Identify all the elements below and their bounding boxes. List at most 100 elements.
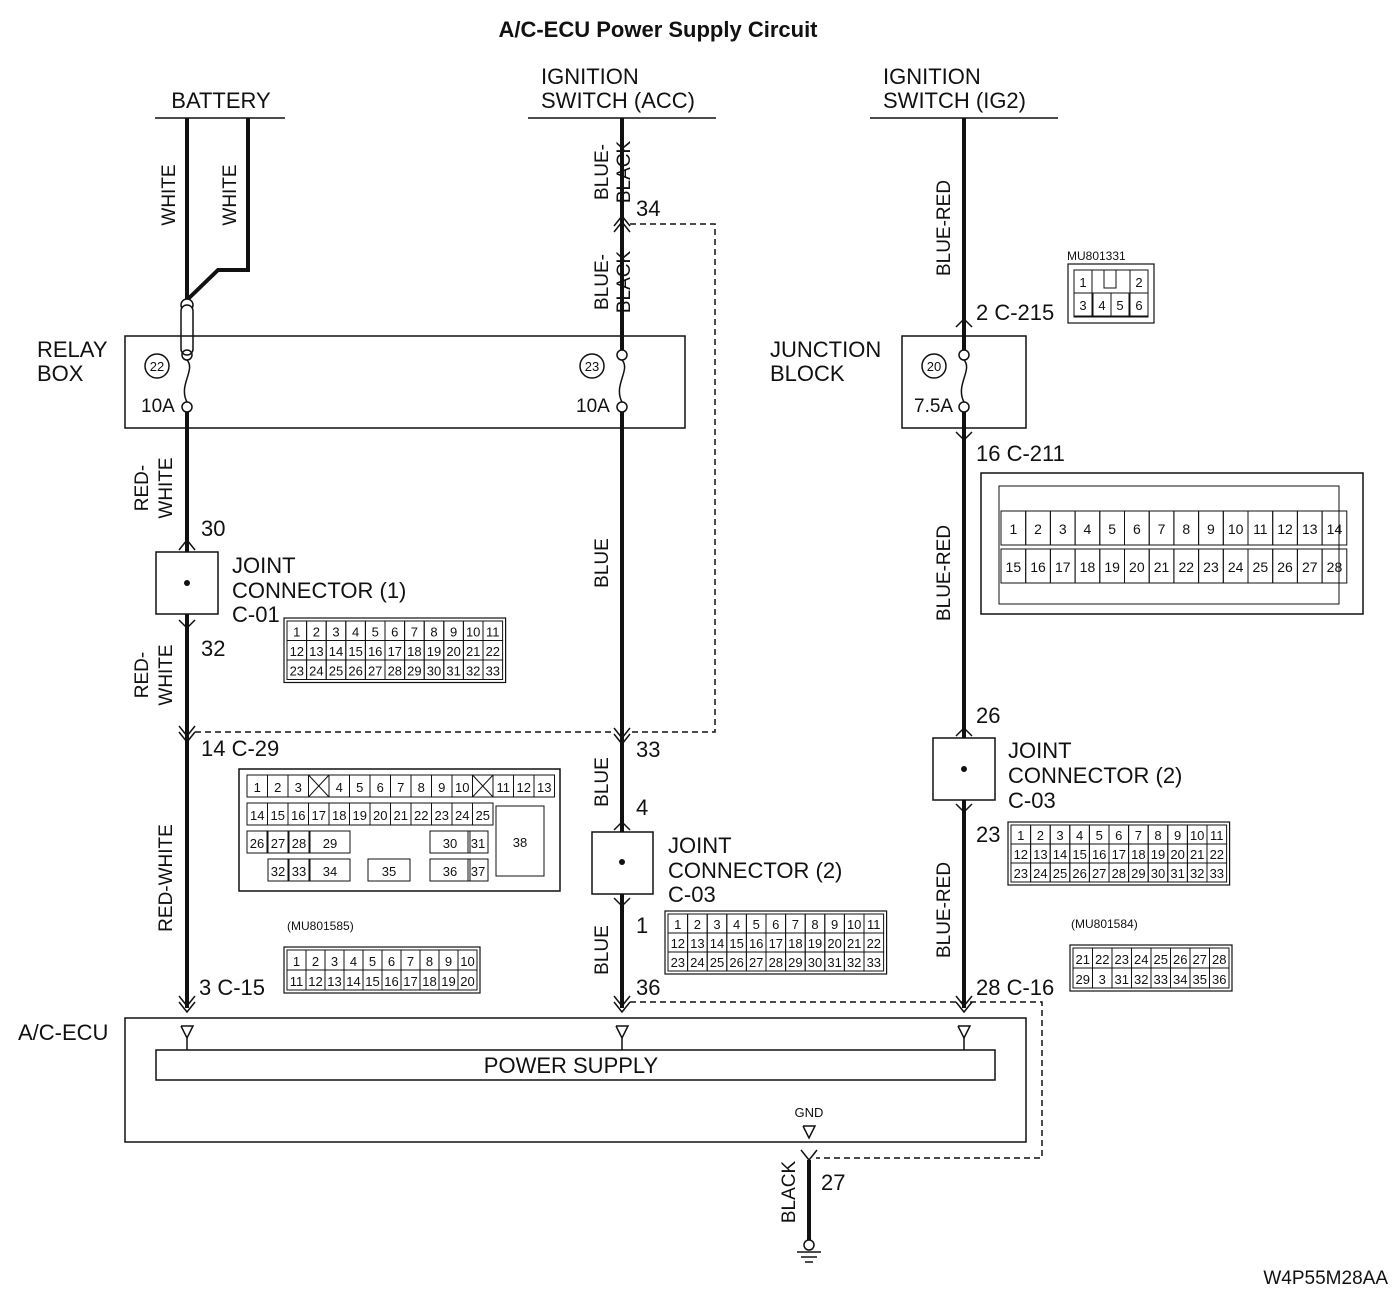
wire-label-blue-black-a1: BLUE- [592,144,613,200]
joint1-label-1: JOINT [232,553,296,578]
c01-pin: 32 [466,664,480,679]
c15-pin: 9 [445,954,452,969]
fuse-22-number: 22 [150,359,164,374]
c03a-pin: 33 [867,955,881,970]
c29-pin: 10 [455,780,469,795]
pin-27: 27 [821,1170,845,1195]
c15-pin: 12 [308,974,322,989]
c03a-pin: 8 [811,917,818,932]
c211-pin: 11 [1253,521,1268,537]
c211-pin: 26 [1277,559,1293,575]
c03b-pin: 33 [1210,866,1224,881]
c03a-pin: 22 [867,936,881,951]
c15-pin: 3 [331,954,338,969]
c03b-pin: 8 [1154,828,1161,843]
ac-ecu-box [124,1017,1027,1143]
c03a-pin: 27 [749,955,763,970]
gnd-label: GND [795,1105,824,1120]
ign-ig2-label-2: SWITCH (IG2) [883,88,1026,113]
c211-pin: 19 [1104,559,1120,575]
c29-pin: 31 [471,836,485,851]
c01-pin: 9 [450,625,457,640]
c03a-pin: 15 [729,936,743,951]
c211-pin: 27 [1302,559,1318,575]
c03b-pin: 11 [1210,828,1224,843]
c16-pin: 3 [1099,972,1106,987]
c29-pin: 29 [323,836,337,851]
c16-pin: 35 [1193,972,1207,987]
c29-pin: 7 [397,780,404,795]
c211-pin: 25 [1253,559,1269,575]
c29-pin: 33 [292,864,306,879]
c215-part-number: MU801331 [1067,249,1126,263]
c215-pin: 2 [1135,275,1142,290]
wire-label-red-white-b2: WHITE [156,644,177,705]
c215-pin: 1 [1079,275,1086,290]
joint2a-label-3: C-03 [668,882,716,907]
c29-pin: 9 [438,780,445,795]
power-supply-label: POWER SUPPLY [484,1053,659,1078]
c29-pin: 38 [513,835,527,850]
c03a-pin: 16 [749,936,763,951]
c03a-pin: 7 [792,917,799,932]
c29-pin: 34 [323,864,337,879]
pin-26: 26 [976,703,1000,728]
junction-block [901,335,1027,429]
c29-pin: 37 [471,864,485,879]
c01-pin: 27 [368,664,382,679]
battery-label: BATTERY [171,88,271,113]
c03b-pin: 5 [1096,828,1103,843]
c29-pin: 30 [443,836,457,851]
c03b-pin: 24 [1033,866,1047,881]
c03b-pin: 17 [1112,847,1126,862]
joint2a-label-1: JOINT [668,833,732,858]
c29-pin: 28 [292,836,306,851]
c16-pin: 31 [1115,972,1129,987]
c215-pin: 6 [1135,298,1142,313]
c01-pin: 8 [430,625,437,640]
c211-pin: 4 [1084,521,1092,537]
wire-label-white-b: WHITE [220,164,241,225]
c29-pin: 17 [312,808,326,823]
c03b-pin: 23 [1014,866,1028,881]
c01-pin: 22 [486,644,500,659]
c01-pin: 23 [290,664,304,679]
pin-34: 34 [636,196,660,221]
c03a-pin: 9 [831,917,838,932]
fuse-23-rating: 10A [576,396,610,417]
wire-label-blue-red-top: BLUE-RED [934,180,955,276]
c211-pin: 5 [1108,521,1116,537]
c03b-pin: 25 [1053,866,1067,881]
wire-label-red-white-a1: RED- [132,465,153,511]
c03b-pin: 29 [1131,866,1145,881]
c03a-pin: 5 [753,917,760,932]
joint2b-label-2: CONNECTOR (2) [1008,763,1182,788]
c03a-pin: 24 [690,955,704,970]
pin-16-c211: 16 C-211 [976,441,1065,466]
c211-pin: 2 [1034,521,1042,537]
c01-pin: 25 [329,664,343,679]
wire-label-blue-red-bot: BLUE-RED [934,862,955,958]
wire-label-blue-c: BLUE [592,925,613,975]
wire-label-black: BLACK [779,1161,800,1224]
ign-ig2-label-1: IGNITION [883,64,981,89]
wire-label-blue-black-b2: BLACK [614,251,635,314]
c03a-pin: 19 [808,936,822,951]
c16-pin: 25 [1154,952,1168,967]
c03a-pin: 26 [729,955,743,970]
c29-pin: 11 [497,780,511,795]
c29-pin: 4 [336,780,343,795]
c03b-pin: 1 [1017,828,1024,843]
pin-30: 30 [201,516,225,541]
c03b-pin: 31 [1170,866,1184,881]
relay-box-label-2: BOX [37,361,84,386]
c03a-pin: 25 [710,955,724,970]
c29-pin: 14 [250,808,264,823]
c29-pin: 26 [250,836,264,851]
c03a-pin: 29 [788,955,802,970]
c211-pin: 17 [1055,559,1071,575]
c16-pin: 21 [1076,952,1090,967]
